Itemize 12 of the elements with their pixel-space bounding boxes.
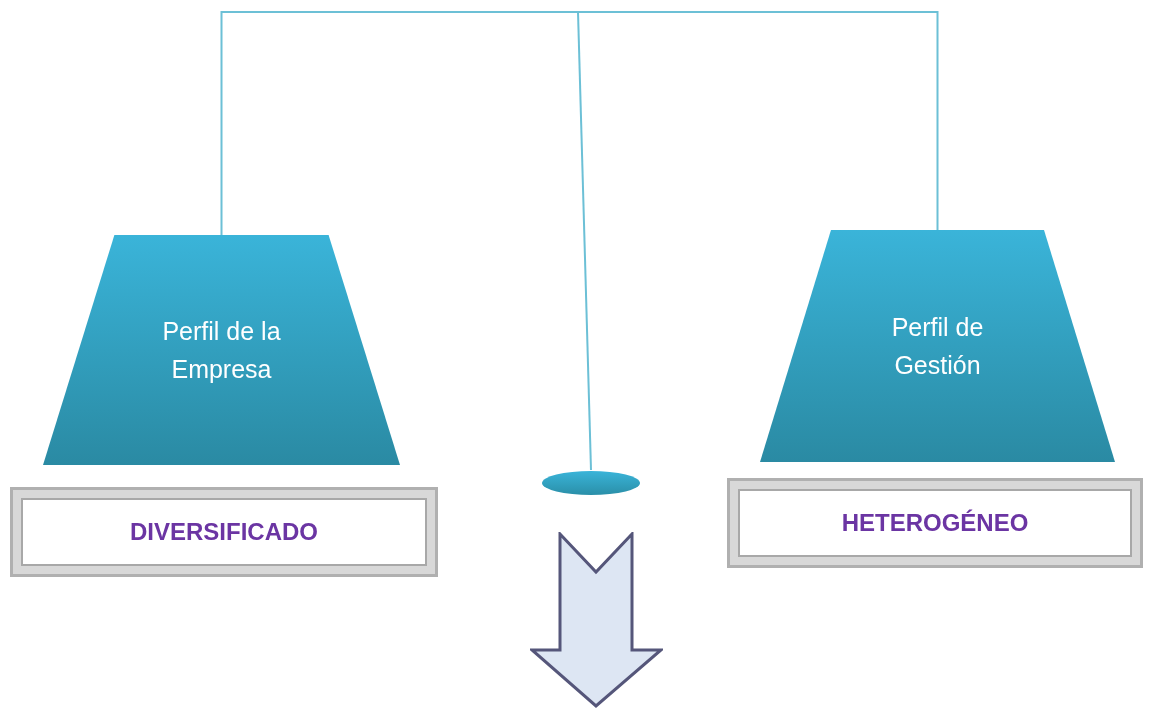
connector-line <box>220 11 939 236</box>
node-label: HETEROGÉNEO <box>841 508 1029 538</box>
ellipse-shape <box>541 470 641 496</box>
framed-box <box>10 487 438 577</box>
node-label: Perfil de Gestión <box>890 312 985 381</box>
framed-box <box>727 478 1143 568</box>
arrow-shape <box>530 532 663 708</box>
trapezoid-node <box>43 235 400 465</box>
trapezoid-node <box>760 230 1115 462</box>
connector-line <box>577 11 592 471</box>
node-label: Perfil de la Empresa <box>161 316 282 385</box>
node-label: DIVERSIFICADO <box>130 517 318 547</box>
